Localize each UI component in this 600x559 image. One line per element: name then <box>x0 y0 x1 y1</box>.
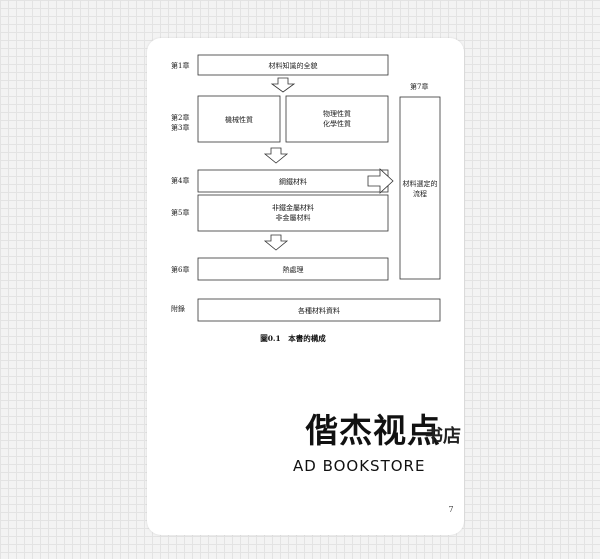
box-physical-text: 物理性質 <box>323 109 351 118</box>
down-arrow-icon <box>263 234 289 251</box>
box-nonferrous: 非鐵金屬材料 非金屬材料 <box>197 194 389 232</box>
figure-caption: 圖0.1 本書的構成 <box>260 333 326 343</box>
chapter-label-2: 第2章 <box>171 113 189 122</box>
box-selection-text-2: 流程 <box>413 189 427 198</box>
right-arrow-icon <box>367 168 394 194</box>
box-mechanical: 機械性質 <box>197 95 281 143</box>
chapter-label-4: 第4章 <box>171 176 189 185</box>
watermark-cn-small: 书店 <box>425 425 461 447</box>
box-nonmetal-text: 非金屬材料 <box>276 213 311 222</box>
watermark-en: AD BOOKSTORE <box>293 457 425 475</box>
chapter-label-7: 第7章 <box>410 82 428 91</box>
page-number: 7 <box>448 505 453 514</box>
box-heat-text: 熱處理 <box>283 265 304 274</box>
box-nonferrous-text: 非鐵金屬材料 <box>272 203 314 212</box>
box-appendix-text: 各種材料資料 <box>298 306 340 315</box>
box-heat-treatment: 熱處理 <box>197 257 389 281</box>
box-steel: 鋼鐵材料 <box>197 169 389 193</box>
down-arrow-icon <box>263 147 289 164</box>
down-arrow-icon <box>270 77 296 93</box>
box-appendix: 各種材料資料 <box>197 298 441 322</box>
chapter-label-5: 第5章 <box>171 208 189 217</box>
box-overview: 材料知識的全貌 <box>197 54 389 76</box>
bookstore-watermark: 偕杰视点 书店 AD BOOKSTORE <box>293 411 461 475</box>
box-physical-chemical: 物理性質 化學性質 <box>285 95 389 143</box>
box-chemical-text: 化學性質 <box>323 119 351 128</box>
box-selection-flow: 材料選定的 流程 <box>399 96 441 280</box>
appendix-label: 附錄 <box>171 304 185 313</box>
box-overview-text: 材料知識的全貌 <box>269 61 318 70</box>
chapter-label-6: 第6章 <box>171 265 189 274</box>
chapter-label-3: 第3章 <box>171 123 189 132</box>
box-steel-text: 鋼鐵材料 <box>279 177 307 186</box>
box-mechanical-text: 機械性質 <box>225 115 253 124</box>
watermark-cn: 偕杰视点 <box>305 411 441 450</box>
chapter-label-1: 第1章 <box>171 61 189 70</box>
book-page: 第1章 第2章 第3章 第4章 第5章 第6章 第7章 附錄 材料知識的全貌 機… <box>147 38 464 535</box>
box-selection-text-1: 材料選定的 <box>403 179 438 188</box>
structure-figure: 第1章 第2章 第3章 第4章 第5章 第6章 第7章 附錄 材料知識的全貌 機… <box>171 54 461 514</box>
